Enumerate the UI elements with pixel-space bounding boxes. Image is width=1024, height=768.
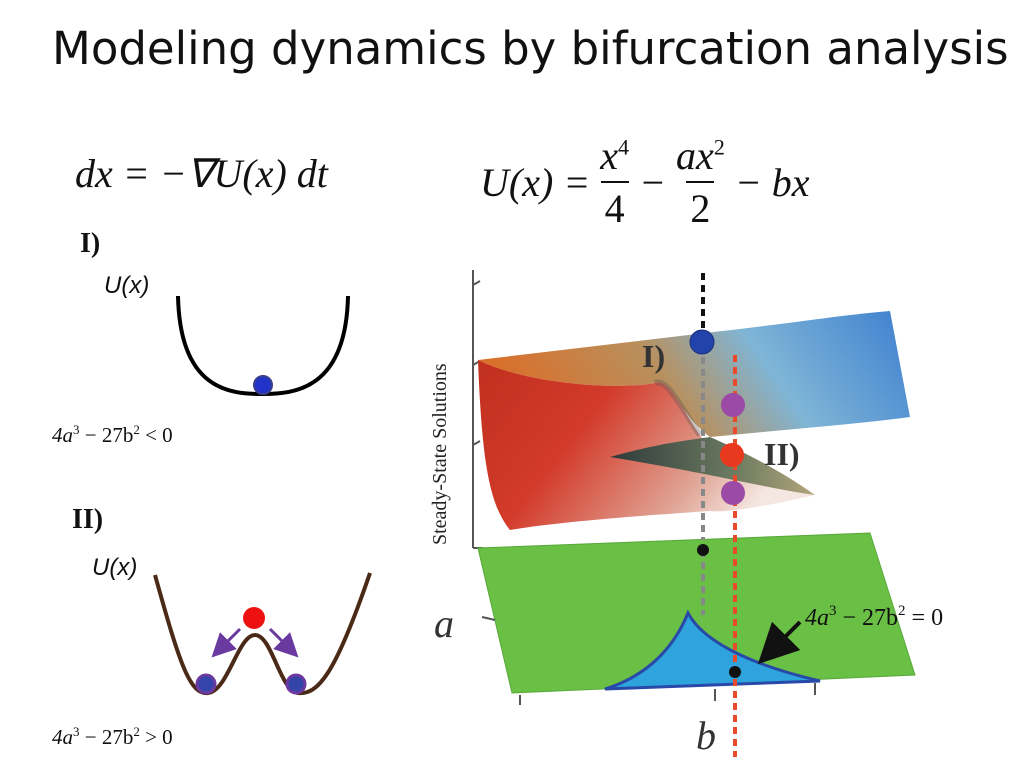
cusp-condition: 4a3 − 27b2 = 0: [805, 603, 943, 631]
case-2-axis-label: U(x): [92, 554, 138, 581]
case-1-condition: 4a3 − 27b2 < 0: [52, 422, 173, 447]
slide-title: Modeling dynamics by bifurcation analysi…: [52, 22, 1009, 75]
upper-surface-sheet: [478, 311, 910, 437]
b-axis-label: b: [696, 713, 716, 758]
ball-unstable: [243, 607, 265, 629]
case-2-label: II): [72, 504, 104, 535]
cusp-region: [604, 609, 821, 691]
control-plane: [477, 532, 916, 694]
potential-term-2: ax2 2: [676, 133, 725, 231]
ball-case-II-unstable: [720, 443, 744, 467]
fold-sheet: [610, 437, 815, 495]
ball-single-well: [253, 375, 273, 395]
case-1-axis-label: U(x): [104, 272, 150, 299]
ball-case-II-lower: [721, 481, 745, 505]
point-II-base: [729, 666, 741, 678]
ball-case-II-upper: [721, 393, 745, 417]
cusp-arrow: [757, 620, 802, 665]
potential-term-1: x4 4: [600, 133, 630, 231]
double-well-diagram: [153, 572, 372, 696]
case-2-condition: 4a3 − 27b2 > 0: [52, 724, 173, 749]
potential-minus: −: [639, 159, 667, 205]
ball-case-I: [689, 329, 715, 355]
potential-lhs: U(x) =: [480, 159, 591, 205]
surface-marker-II: II): [764, 436, 800, 472]
ball-right-well: [285, 673, 307, 695]
dynamics-equation: dx = −∇U(x) dt: [75, 151, 328, 196]
z-axis-label: Steady-State Solutions: [429, 363, 451, 545]
cusp-surface-diagram: Steady-State Solutions a b I) II) 4a3 − …: [429, 270, 943, 758]
surface-marker-I: I): [642, 338, 665, 374]
potential-term-3: − bx: [734, 159, 810, 205]
arrow-right: [268, 627, 299, 658]
single-well-diagram: [176, 295, 350, 397]
ball-left-well: [195, 673, 217, 695]
double-well-curve: [153, 572, 372, 696]
a-axis-label: a: [434, 601, 454, 646]
case-1-label: I): [80, 228, 101, 259]
potential-equation: U(x) = x4 4 − ax2 2 − bx: [480, 132, 810, 232]
arrow-left: [211, 627, 242, 658]
point-I-base: [697, 544, 709, 556]
